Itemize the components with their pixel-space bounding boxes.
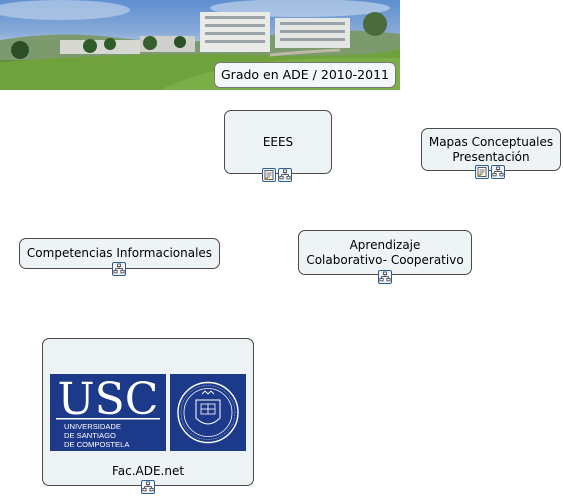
document-icon[interactable] xyxy=(262,168,276,182)
document-icon[interactable] xyxy=(475,165,489,179)
concept-node-label: Mapas Conceptuales Presentación xyxy=(428,134,554,164)
usc-seal-icon xyxy=(177,381,239,444)
concept-map-icon[interactable] xyxy=(112,262,126,276)
usc-line1: UNIVERSIDADE xyxy=(64,422,121,431)
usc-line2: DE SANTIAGO xyxy=(64,431,116,440)
concept-node-label: Competencias Informacionales xyxy=(26,246,213,260)
concept-node-label: EEES xyxy=(262,134,294,149)
concept-node-label: Aprendizaje Colaborativo- Cooperativo xyxy=(306,237,464,267)
usc-line3: DE COMPOSTELA xyxy=(64,440,130,449)
node-icons-aprendizaje xyxy=(378,270,392,284)
node-icons-eees xyxy=(262,168,292,182)
usc-wordmark: USC xyxy=(58,374,159,425)
node-icons-competencias xyxy=(112,262,126,276)
banner-title: Grado en ADE / 2010-2011 xyxy=(214,62,396,88)
usc-logo: USC UNIVERSIDADE DE SANTIAGO DE COMPOSTE… xyxy=(50,374,246,451)
concept-node-label: Fac.ADE.net xyxy=(111,464,185,478)
node-icons-mapas xyxy=(475,165,505,179)
concept-map-icon[interactable] xyxy=(278,168,292,182)
concept-node-aprendizaje[interactable]: Aprendizaje Colaborativo- Cooperativo xyxy=(298,230,472,275)
concept-node-eees[interactable]: EEES xyxy=(224,110,332,174)
header-banner: Grado en ADE / 2010-2011 xyxy=(0,0,400,90)
concept-map-icon[interactable] xyxy=(141,480,155,494)
node-icons-facade xyxy=(141,480,155,494)
concept-map-icon[interactable] xyxy=(491,165,505,179)
concept-node-mapas-conceptuales[interactable]: Mapas Conceptuales Presentación xyxy=(421,128,561,171)
concept-map-icon[interactable] xyxy=(378,270,392,284)
